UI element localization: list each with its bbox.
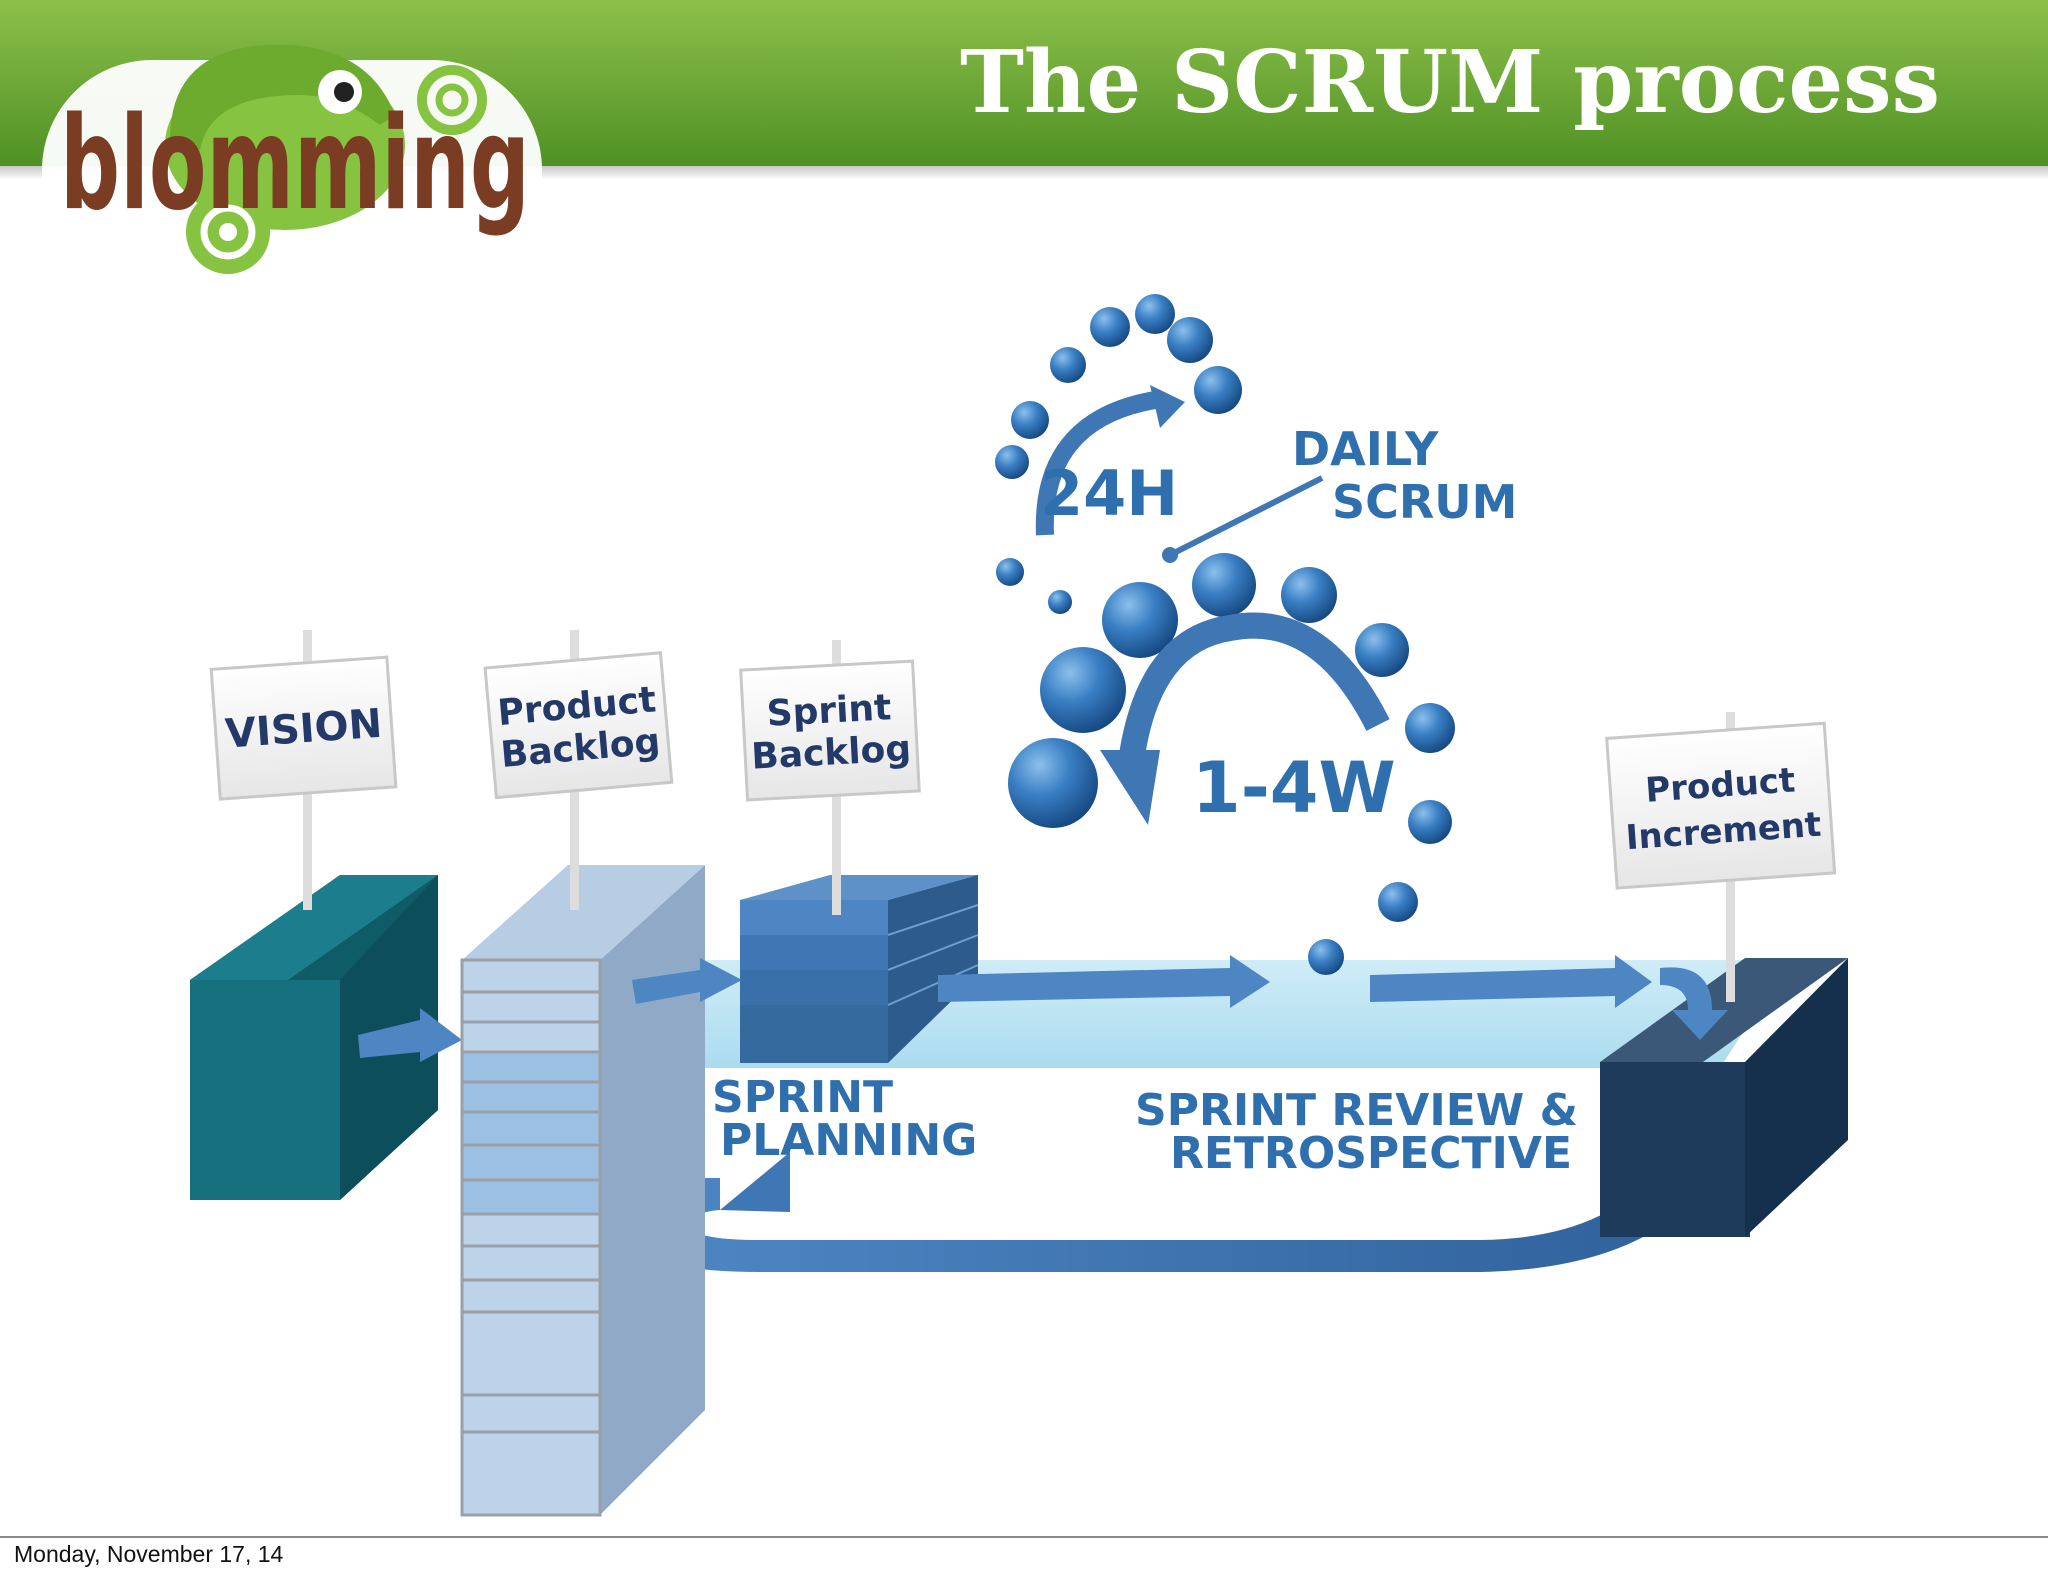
logo-text: blomming (60, 90, 530, 239)
daily-cycle-arrowhead (1150, 385, 1185, 428)
vision-arrow (358, 1008, 462, 1062)
sprint-planning-label-line2: PLANNING (720, 1115, 977, 1166)
clock-hand-pivot (1162, 547, 1178, 563)
backlog-item (460, 958, 602, 994)
backlog-item (460, 1278, 602, 1314)
cycle-bubble (1050, 347, 1086, 383)
sign-product-backlog: Product Backlog (483, 630, 674, 910)
sign-vision-text: VISION (224, 701, 384, 758)
cycle-bubble (1135, 294, 1175, 334)
sprint-planning-label-line1: SPRINT (712, 1072, 893, 1123)
cycle-bubble (1194, 366, 1242, 414)
backlog-item (460, 1050, 602, 1084)
daily-scrum-label-line1: DAILY (1292, 422, 1439, 476)
backlog-item (460, 1430, 602, 1517)
cycle-bubble (1281, 567, 1337, 623)
cycle-bubble (1167, 317, 1213, 363)
daily-cycle-label: 24H (1040, 457, 1178, 530)
cycle-bubble (1408, 800, 1452, 844)
cycle-bubble (1008, 738, 1098, 828)
daily-cycle-arrow (1035, 391, 1157, 536)
cycle-bubble (1090, 307, 1130, 347)
sign-sprint-backlog: Sprint Backlog (739, 640, 921, 915)
cycle-bubble (996, 558, 1024, 586)
cycle-bubble (1102, 582, 1178, 658)
backlog-item (460, 990, 602, 1024)
cycle-bubbles (995, 294, 1455, 975)
sprint-backlog-stack (740, 875, 979, 1063)
backlog-to-sprint-arrow (632, 958, 742, 1004)
sprint-review-label-line1: SPRINT REVIEW & (1135, 1085, 1578, 1136)
product-backlog-rows (460, 958, 602, 1517)
cycle-bubble (1405, 703, 1455, 753)
cycle-bubble (1048, 590, 1072, 614)
cycle-bubble (1192, 553, 1256, 617)
backlog-item (460, 1244, 602, 1282)
increment-arrow (1660, 967, 1728, 1040)
sign-sprint-backlog-line2: Backlog (750, 728, 912, 777)
daily-scrum-label-line2: SCRUM (1332, 475, 1517, 529)
backlog-item (460, 1020, 602, 1054)
cycle-bubble (1378, 882, 1418, 922)
sign-product-increment: Product Increment (1605, 712, 1837, 1002)
sprint-flow-arrow-1 (938, 955, 1270, 1008)
backlog-item (460, 1143, 602, 1182)
backlog-item (460, 1080, 602, 1114)
footer-date: Monday, November 17, 14 (14, 1541, 284, 1567)
cycle-bubble (1308, 939, 1344, 975)
sign-vision: VISION (209, 630, 398, 910)
cycle-bubble (1355, 623, 1409, 677)
sprint-flow-arrow-2 (1370, 955, 1652, 1008)
sprint-cycle-arrowhead (1100, 750, 1160, 825)
page-title: The SCRUM process (960, 32, 1940, 133)
cycle-bubble (995, 445, 1029, 479)
sprint-review-label-line2: RETROSPECTIVE (1170, 1128, 1572, 1179)
chameleon-icon (165, 44, 487, 274)
cycle-bubble (1040, 647, 1126, 733)
sprint-cycle-arrow (1119, 612, 1390, 758)
product-backlog-stack (462, 865, 705, 1515)
clock-hand (1168, 475, 1324, 558)
logo: blomming (42, 44, 542, 290)
backlog-item (460, 1212, 602, 1248)
sign-sprint-backlog-line1: Sprint (766, 687, 893, 734)
backlog-item (460, 1178, 602, 1216)
sprint-cycle-label: 1-4W (1192, 747, 1396, 829)
cycle-bubble (1011, 401, 1049, 439)
backlog-item (460, 1110, 602, 1147)
backlog-item (460, 1393, 602, 1434)
backlog-item (460, 1310, 602, 1397)
